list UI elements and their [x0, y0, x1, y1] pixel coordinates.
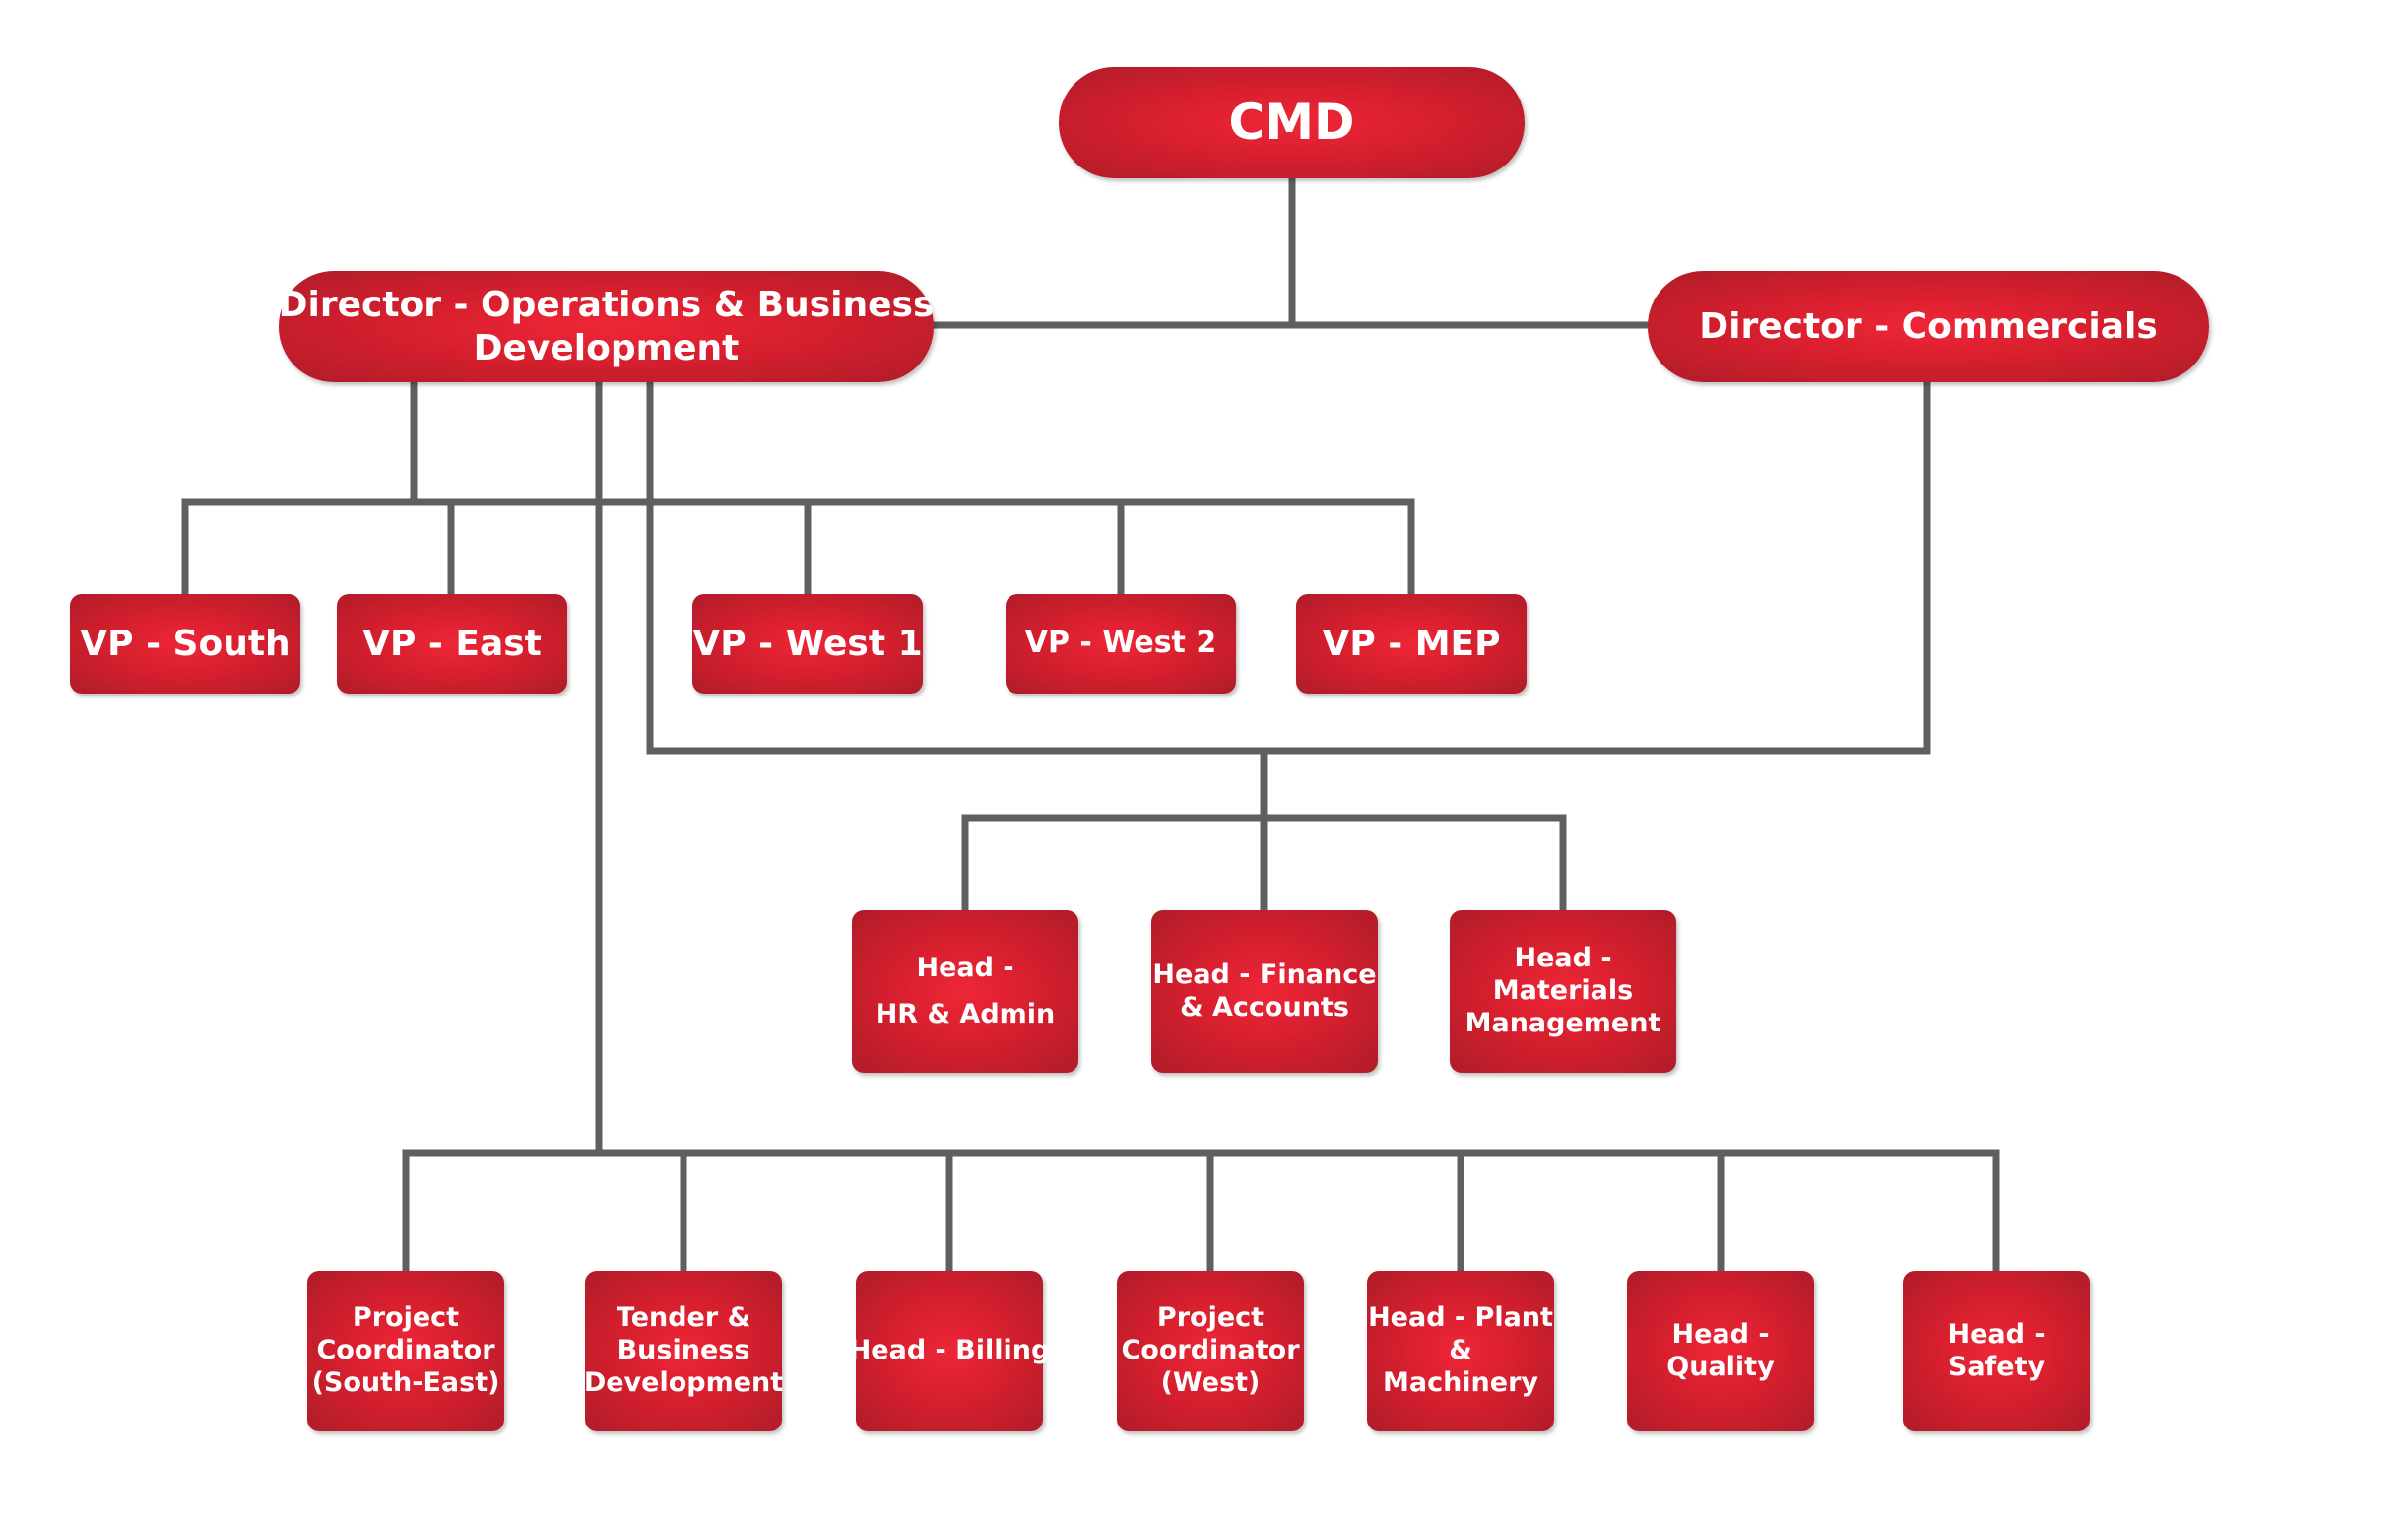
node-head-plant-machinery: Head - Plant & Machinery — [1367, 1271, 1554, 1431]
node-pc-south-east-line1: Project — [352, 1302, 460, 1334]
node-pc-west-line3: (West) — [1160, 1366, 1261, 1398]
node-head-materials-line3: Management — [1464, 1007, 1661, 1038]
node-pc-south-east-line3: (South-East) — [311, 1366, 500, 1398]
node-tender-line3: Development — [583, 1366, 784, 1398]
node-director-operations-line2: Development — [473, 327, 740, 368]
node-project-coordinator-west: Project Coordinator (West) — [1117, 1271, 1304, 1431]
node-vp-east: VP - East — [337, 594, 567, 694]
node-vp-east-label: VP - East — [362, 623, 542, 664]
node-safety-line2: Safety — [1947, 1351, 2046, 1382]
node-project-coordinator-south-east: Project Coordinator (South-East) — [307, 1271, 504, 1431]
node-head-materials-line1: Head - — [1514, 943, 1612, 974]
node-head-finance-line1: Head - Finance — [1152, 959, 1377, 990]
node-director-operations: Director - Operations & Business Develop… — [279, 271, 934, 382]
node-tender-line1: Tender & — [616, 1302, 751, 1334]
node-pc-west-line1: Project — [1156, 1302, 1265, 1334]
node-vp-mep: VP - MEP — [1296, 594, 1527, 694]
node-quality-line2: Quality — [1666, 1351, 1775, 1382]
node-head-hr-admin-line2: HR & Admin — [875, 998, 1056, 1029]
node-vp-west-2: VP - West 2 — [1006, 594, 1236, 694]
node-vp-west-1: VP - West 1 — [692, 594, 923, 694]
node-tender-business-development: Tender & Business Development — [583, 1271, 784, 1431]
node-pc-south-east-line2: Coordinator — [316, 1335, 495, 1366]
node-vp-west-1-label: VP - West 1 — [692, 623, 923, 664]
node-pc-west-line2: Coordinator — [1121, 1335, 1300, 1366]
node-head-finance: Head - Finance & Accounts — [1151, 910, 1378, 1073]
node-head-billing: Head - Billing — [849, 1271, 1050, 1431]
node-head-hr-admin-line1: Head - — [916, 952, 1014, 983]
node-director-commercials: Director - Commercials — [1648, 271, 2209, 382]
node-cmd: CMD — [1059, 67, 1525, 178]
node-head-hr-admin: Head - HR & Admin — [852, 910, 1078, 1073]
node-vp-west-2-label: VP - West 2 — [1024, 626, 1217, 661]
node-quality-line1: Head - — [1671, 1318, 1770, 1350]
node-cmd-label: CMD — [1228, 94, 1355, 151]
node-plant-line2: & — [1449, 1335, 1472, 1366]
node-head-billing-line1: Head - Billing — [848, 1335, 1051, 1366]
node-head-safety: Head - Safety — [1903, 1271, 2090, 1431]
node-director-commercials-label: Director - Commercials — [1699, 305, 2158, 347]
connector-ops-to-heads-link — [646, 378, 1931, 755]
node-vp-south-label: VP - South — [80, 623, 291, 664]
node-plant-line1: Head - Plant — [1368, 1302, 1553, 1334]
node-head-quality: Head - Quality — [1627, 1271, 1814, 1431]
node-vp-mep-label: VP - MEP — [1322, 623, 1501, 664]
node-head-materials: Head - Materials Management — [1450, 910, 1676, 1073]
node-director-operations-line1: Director - Operations & Business — [278, 284, 935, 325]
node-head-finance-line2: & Accounts — [1180, 991, 1349, 1023]
node-vp-south: VP - South — [70, 594, 300, 694]
node-tender-line2: Business — [617, 1335, 750, 1366]
node-safety-line1: Head - — [1947, 1318, 2046, 1350]
node-plant-line3: Machinery — [1382, 1366, 1539, 1398]
node-head-materials-line2: Materials — [1492, 975, 1634, 1007]
